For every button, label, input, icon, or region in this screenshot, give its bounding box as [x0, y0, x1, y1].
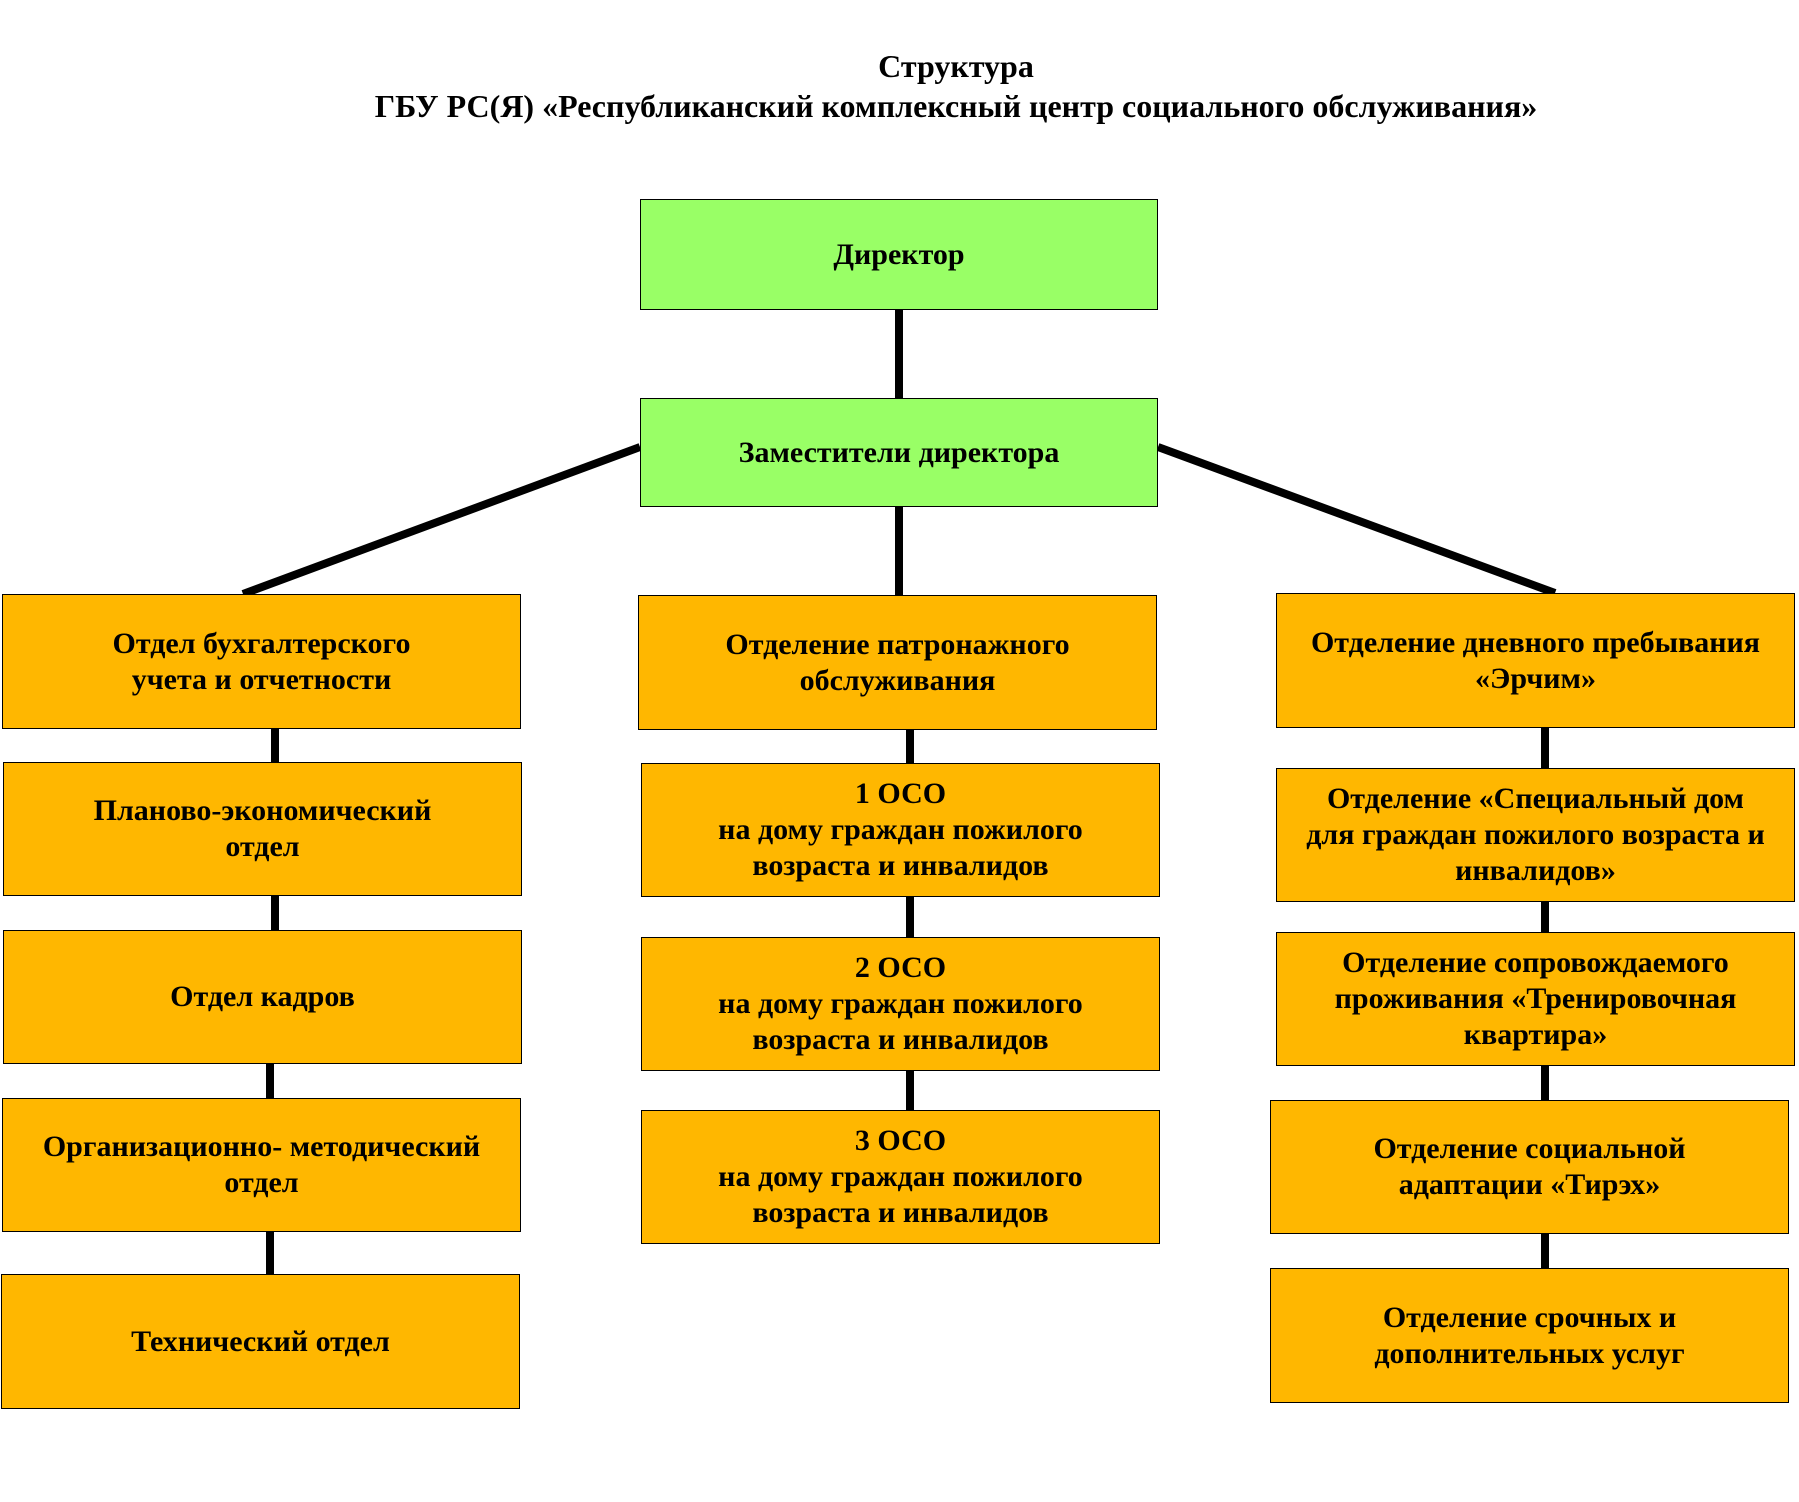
- home-service-2-box: 2 ОСО на дому граждан пожилого возраста …: [641, 937, 1160, 1071]
- accounting-department-box: Отдел бухгалтерского учета и отчетности: [2, 594, 521, 729]
- director-box: Директор: [640, 199, 1158, 310]
- hr-department-box: Отдел кадров: [3, 930, 522, 1064]
- day-stay-department-box: Отделение дневного пребывания «Эрчим»: [1276, 593, 1795, 728]
- home-service-3-box: 3 ОСО на дому граждан пожилого возраста …: [641, 1110, 1160, 1244]
- organization-name: ГБУ РС(Я) «Республиканский комплексный ц…: [374, 88, 1538, 124]
- urgent-services-department-box: Отделение срочных и дополнительных услуг: [1270, 1268, 1789, 1403]
- connector-deputies-right: [1156, 443, 1557, 597]
- deputies-box: Заместители директора: [640, 398, 1158, 507]
- methodology-department-box: Организационно- методический отдел: [2, 1098, 521, 1232]
- home-care-department-box: Отделение патронажного обслуживания: [638, 595, 1157, 730]
- planning-economics-department-box: Планово-экономический отдел: [3, 762, 522, 896]
- home-service-1-box: 1 ОСО на дому граждан пожилого возраста …: [641, 763, 1160, 897]
- connector-deputies-left: [241, 443, 642, 598]
- social-adaptation-department-box: Отделение социальной адаптации «Тирэх»: [1270, 1100, 1789, 1234]
- special-house-department-box: Отделение «Специальный дом для граждан п…: [1276, 768, 1795, 902]
- technical-department-box: Технический отдел: [1, 1274, 520, 1409]
- training-apartment-department-box: Отделение сопровождаемого проживания «Тр…: [1276, 932, 1795, 1066]
- diagram-title: Структура: [878, 48, 1034, 84]
